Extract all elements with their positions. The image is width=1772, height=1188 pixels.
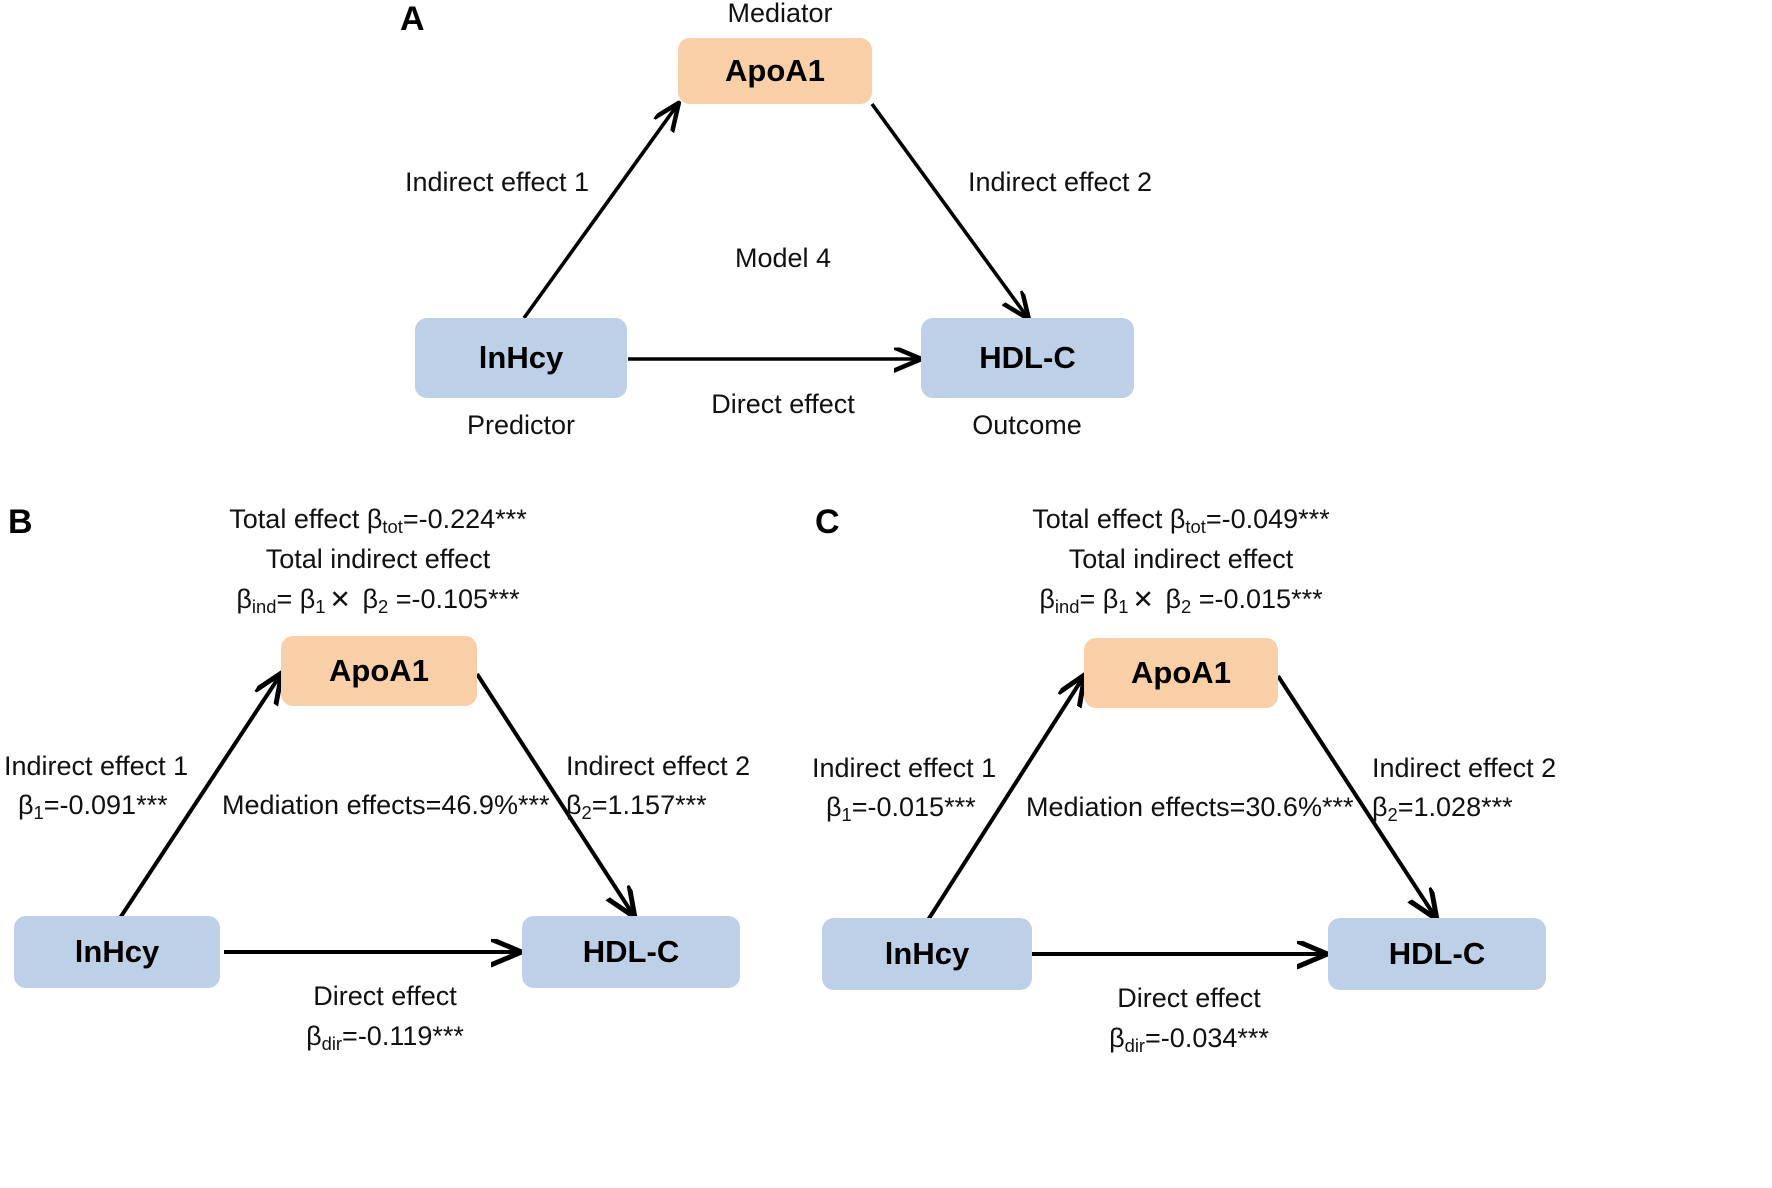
panel-b-indirect1-value-line: β1=-0.091*** [18, 790, 168, 822]
panel-b-indirect1-value: =-0.091*** [43, 790, 168, 820]
panel-a-direct-label: Direct effect [711, 389, 855, 419]
panel-b-direct-value: =-0.119*** [342, 1021, 464, 1051]
panel-b-node-predictor-label: lnHcy [74, 934, 160, 969]
panel-a-node-mediator[interactable]: ApoA1 [678, 38, 872, 104]
panel-b-indirect-value: =-0.105*** [395, 584, 520, 614]
panel-c-indirect-beta: β [1039, 584, 1055, 614]
panel-c-node-mediator[interactable]: ApoA1 [1084, 638, 1278, 708]
panel-c-direct-label: Direct effect [1117, 983, 1261, 1013]
panel-b-node-predictor[interactable]: lnHcy [14, 916, 220, 988]
panel-a-indirect1-label: Indirect effect 1 [404, 167, 590, 197]
panel-b-beta2: β [362, 584, 379, 614]
panel-c-total-effect-beta: β [1169, 504, 1186, 534]
panel-c-indirect-eq: = [1079, 584, 1096, 614]
panel-c-node-outcome[interactable]: HDL-C [1328, 918, 1546, 990]
panel-b-indirect-sub: ind [251, 596, 277, 618]
panel-a-node-outcome-label: HDL-C [979, 340, 1076, 375]
panel-b-beta2-sub: 2 [378, 596, 389, 618]
panel-c-beta2: β [1165, 584, 1182, 614]
panel-b-direct-label: Direct effect [313, 981, 457, 1011]
panel-b-total-effect-label: Total effect [229, 504, 360, 534]
panel-c-beta1: β [1102, 584, 1119, 614]
panel-letter-a: A [400, 0, 425, 38]
panel-a-node-mediator-label: ApoA1 [725, 53, 825, 88]
panel-c-beta1-sub: 1 [1118, 596, 1129, 618]
panel-c-indirect1-sub: 1 [841, 804, 852, 826]
panel-c-indirect1-value: =-0.015*** [851, 792, 976, 822]
edge-a-indirect2 [870, 102, 1028, 318]
panel-c-node-predictor[interactable]: lnHcy [822, 918, 1032, 990]
panel-b-indirect2-value-line: β2=1.157*** [566, 790, 707, 822]
panel-c-indirect2-value: =1.028*** [1397, 792, 1513, 822]
panel-a-node-predictor-label: lnHcy [478, 340, 564, 375]
panel-b-indirect2-label: Indirect effect 2 [566, 751, 751, 781]
panel-b-indirect2-sub: 2 [581, 802, 592, 824]
panel-b-beta1-sub: 1 [315, 596, 326, 618]
panel-b-indirect2-beta: β [566, 790, 582, 820]
panel-c-node-mediator-label: ApoA1 [1131, 655, 1231, 690]
panel-a-indirect2-label: Indirect effect 2 [967, 167, 1153, 197]
panel-c-indirect1-beta: β [826, 792, 842, 822]
panel-letter-c: C [815, 503, 840, 541]
panel-c-direct-value: =-0.034*** [1145, 1023, 1269, 1053]
panel-a-outcome-role-label: Outcome [972, 410, 1082, 440]
panel-c-direct-value-line: βdir=-0.034*** [1109, 1023, 1269, 1055]
panel-b-total-effect-line: Total effect βtot=-0.224*** [229, 504, 526, 536]
panel-b-indirect1-label: Indirect effect 1 [4, 751, 189, 781]
panel-b-mediation-effects-label: Mediation effects=46.9%*** [222, 790, 550, 820]
panel-a-predictor-role-label: Predictor [466, 410, 576, 440]
panel-c-indirect2-sub: 2 [1387, 804, 1398, 826]
panel-b-node-outcome-label: HDL-C [582, 934, 680, 969]
panel-b-direct-sub: dir [321, 1033, 343, 1055]
panel-c-total-effect-sub: tot [1185, 516, 1206, 538]
panel-c-total-effect-line: Total effect βtot=-0.049*** [1032, 504, 1329, 536]
panel-c-beta2-sub: 2 [1181, 596, 1192, 618]
panel-c-total-effect-value: =-0.049*** [1205, 504, 1330, 534]
panel-b-node-outcome[interactable]: HDL-C [522, 916, 740, 988]
panel-letter-b: B [8, 503, 33, 541]
panel-b-node-mediator-label: ApoA1 [329, 653, 429, 688]
panel-b-beta1: β [299, 584, 316, 614]
panel-b-indirect1-sub: 1 [33, 802, 44, 824]
panel-b-node-mediator[interactable]: ApoA1 [281, 636, 477, 706]
panel-a-mediator-role-label: Mediator [727, 0, 833, 28]
panel-c-indirect2-value-line: β2=1.028*** [1372, 792, 1513, 824]
panel-b-total-indirect-label: Total indirect effect [265, 544, 491, 574]
panel-b-indirect-beta: β [236, 584, 252, 614]
panel-c-mediation-effects-label: Mediation effects=30.6%*** [1026, 792, 1354, 822]
panel-b-indirect-eq: = [276, 584, 293, 614]
panel-b-times-icon: ✕ [329, 586, 351, 614]
panel-c-indirect1-value-line: β1=-0.015*** [826, 792, 976, 824]
panel-c-node-outcome-label: HDL-C [1388, 936, 1486, 971]
panel-b-indirect1-beta: β [18, 790, 34, 820]
panel-b-indirect2-value: =1.157*** [591, 790, 707, 820]
panel-c-indirect1-label: Indirect effect 1 [812, 753, 997, 783]
edge-a-indirect1 [522, 104, 678, 320]
panel-c-direct-beta: β [1109, 1023, 1125, 1053]
panel-b-total-effect-value: =-0.224*** [402, 504, 527, 534]
panel-c-direct-sub: dir [1124, 1035, 1146, 1057]
panel-c-node-predictor-label: lnHcy [884, 936, 970, 971]
panel-b-total-effect-sub: tot [382, 516, 403, 538]
panel-c-indirect-value: =-0.015*** [1198, 584, 1323, 614]
panel-b-indirect-formula: βind= β1✕ β2 =-0.105*** [236, 584, 519, 616]
panel-b-direct-value-line: βdir=-0.119*** [306, 1021, 464, 1053]
panel-c-total-effect-label: Total effect [1032, 504, 1163, 534]
panel-b-total-effect-beta: β [366, 504, 383, 534]
panel-c-indirect2-label: Indirect effect 2 [1372, 753, 1557, 783]
panel-b-direct-beta: β [306, 1021, 322, 1051]
panel-c-total-indirect-label: Total indirect effect [1068, 544, 1294, 574]
panel-c-times-icon: ✕ [1132, 586, 1154, 614]
panel-c-indirect2-beta: β [1372, 792, 1388, 822]
panel-a-node-outcome[interactable]: HDL-C [921, 318, 1134, 398]
panel-c-indirect-formula: βind= β1✕ β2 =-0.015*** [1039, 584, 1322, 616]
panel-c-indirect-sub: ind [1054, 596, 1080, 618]
panel-a-node-predictor[interactable]: lnHcy [415, 318, 627, 398]
panel-a-model-label: Model 4 [734, 243, 832, 273]
